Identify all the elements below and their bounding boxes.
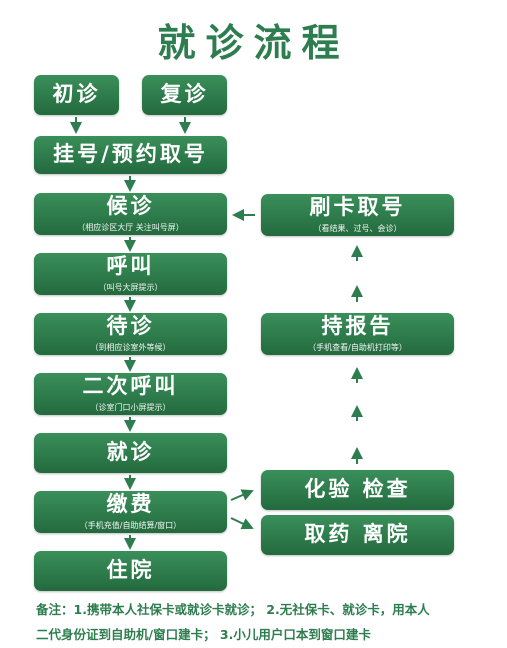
- payment-sub: （手机充值/自助结算/窗口）: [79, 520, 182, 530]
- lab-exam-label: 化验 检查: [304, 477, 411, 502]
- pre-consultation-box: 待诊 （到相应诊室外等候）: [34, 313, 227, 355]
- report-sub: （手机查看/自助机打印等）: [308, 342, 407, 352]
- consultation-label: 就诊: [106, 440, 155, 465]
- arrow-payment-to-lab: [230, 489, 254, 501]
- hospitalization-box: 住院: [34, 551, 227, 591]
- waiting-area-sub: （相应诊区大厅 关注叫号屏）: [77, 222, 184, 232]
- report-box: 持报告 （手机查看/自助机打印等）: [261, 313, 454, 355]
- arrow-payment-to-medicine: [230, 517, 254, 530]
- page-title: 就诊流程: [157, 21, 350, 65]
- waiting-area-box: 候诊 （相应诊区大厅 关注叫号屏）: [34, 193, 227, 235]
- hospitalization-label: 住院: [106, 558, 155, 583]
- first-visit-box: 初诊: [34, 75, 119, 115]
- first-visit-label: 初诊: [52, 82, 101, 107]
- second-call-sub: （诊室门口小屏提示）: [90, 402, 171, 412]
- report-label: 持报告: [321, 314, 394, 339]
- registration-box: 挂号/预约取号: [34, 136, 227, 174]
- calling-box: 呼叫 （叫号大屏提示）: [34, 253, 227, 295]
- payment-box: 缴费 （手机充值/自助结算/窗口）: [34, 491, 227, 533]
- pre-consultation-sub: （到相应诊室外等候）: [90, 342, 171, 352]
- pre-consultation-label: 待诊: [106, 314, 155, 339]
- lab-exam-box: 化验 检查: [261, 470, 454, 510]
- payment-label: 缴费: [106, 492, 155, 517]
- medicine-leave-box: 取药 离院: [261, 515, 454, 555]
- medicine-leave-label: 取药 离院: [304, 522, 411, 547]
- note-line-2: 二代身份证到自助机/窗口建卡； 3.小儿用户口本到窗口建卡: [36, 627, 371, 642]
- card-swipe-label: 刷卡取号: [309, 195, 406, 220]
- waiting-area-label: 候诊: [106, 194, 155, 219]
- second-call-box: 二次呼叫 （诊室门口小屏提示）: [34, 373, 227, 415]
- return-visit-label: 复诊: [160, 82, 209, 107]
- registration-label: 挂号/预约取号: [53, 142, 208, 167]
- calling-sub: （叫号大屏提示）: [98, 282, 163, 292]
- return-visit-box: 复诊: [142, 75, 227, 115]
- card-swipe-sub: （看结果、过号、会诊）: [313, 223, 402, 233]
- second-call-label: 二次呼叫: [82, 374, 179, 399]
- note: 备注：1.携带本人社保卡或就诊卡就诊； 2.无社保卡、就诊卡，用本人 二代身份证…: [36, 597, 486, 647]
- consultation-box: 就诊: [34, 433, 227, 473]
- note-line-1: 备注：1.携带本人社保卡或就诊卡就诊； 2.无社保卡、就诊卡，用本人: [36, 602, 430, 617]
- calling-label: 呼叫: [106, 254, 155, 279]
- card-swipe-box: 刷卡取号 （看结果、过号、会诊）: [261, 194, 454, 236]
